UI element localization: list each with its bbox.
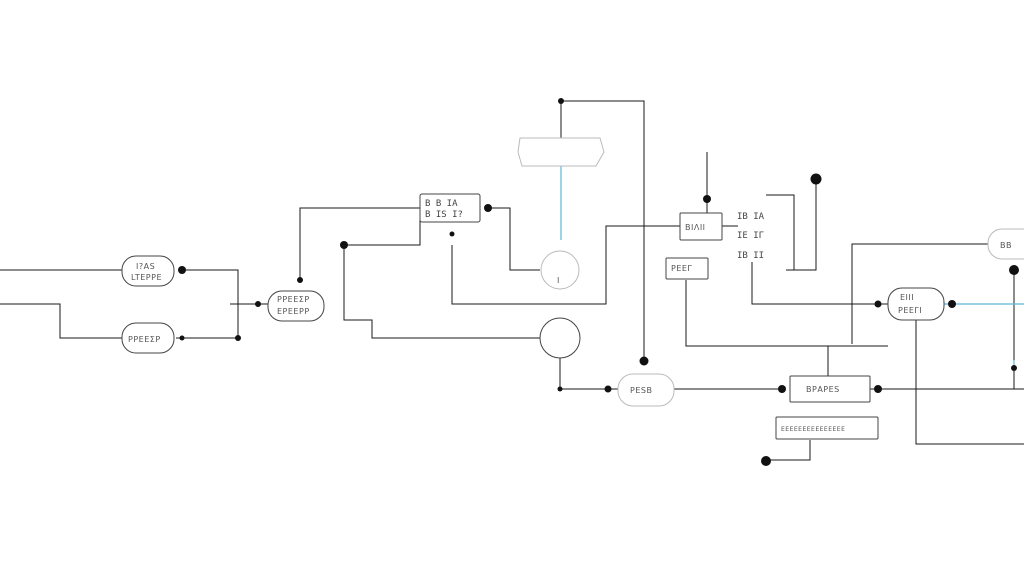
node-top-box-label-2: Β ΙS Ι? <box>425 210 463 220</box>
node-pill-right: ΕΙΙΙ ΡΕΕΓΙ <box>887 287 945 321</box>
wire-top-bus <box>561 100 645 360</box>
junction-dot <box>449 231 455 237</box>
wire-loop <box>451 225 680 305</box>
node-box-wide-label: ΕΕΕΕΕΕΕΕΕΕΕΕΕΕΕ <box>781 426 845 433</box>
junction-dot <box>179 335 185 341</box>
node-box-wide-shape <box>775 416 879 440</box>
node-mid-left-shape <box>267 290 325 322</box>
junction-dot <box>484 204 492 212</box>
node-pill-bottom-shape <box>617 373 675 407</box>
node-edge-right-label: ΒΒ <box>1000 241 1012 250</box>
node-box-right-shape <box>679 212 723 241</box>
junction-dot <box>810 173 822 185</box>
junction-dots <box>178 98 1019 466</box>
node-left-top-label-1: Ι?ΑS <box>136 262 155 271</box>
node-box-right-small-shape <box>665 257 709 280</box>
node-circle-small-label: Ι <box>557 276 560 285</box>
wire-input-bottom <box>0 303 122 339</box>
node-box-right-small-label: ΡΕΕΓ <box>671 264 692 273</box>
node-circle-large-shape <box>539 317 581 359</box>
node-box-wide: ΕΕΕΕΕΕΕΕΕΕΕΕΕΕΕ <box>775 416 879 440</box>
node-mid-left-label-1: ΡΡΕΕΣΡ <box>277 295 310 304</box>
wire-right-down <box>915 320 1024 445</box>
node-edge-right: ΒΒ <box>987 228 1024 260</box>
node-grid-label-2: ΙΕ ΙΓ <box>737 231 764 241</box>
junction-dot <box>761 456 771 466</box>
node-left-bottom-shape <box>121 322 175 354</box>
node-grid-label-1: ΙΒ ΙΑ <box>737 212 765 222</box>
wire-wide-down <box>766 440 811 461</box>
node-grid: ΙΒ ΙΑ ΙΕ ΙΓ ΙΒ ΙΙ <box>737 212 765 261</box>
node-grid-label-3: ΙΒ ΙΙ <box>737 251 764 261</box>
node-mid-left: ΡΡΕΕΣΡ ΕΡΕΕΡΡ <box>267 290 325 322</box>
wire-mid-up <box>299 207 420 280</box>
node-top-trapezoid-shape <box>517 137 605 167</box>
node-box-bottom-label: ΒΡΑΡΕS <box>806 385 840 394</box>
node-left-top: Ι?ΑS LTΕΡΡΕ <box>121 255 175 287</box>
node-left-top-shape <box>121 255 175 287</box>
node-pill-right-label-2: ΡΕΕΓΙ <box>898 306 922 315</box>
node-box-bottom-shape <box>789 375 871 403</box>
junction-dot <box>235 335 241 341</box>
node-mid-left-label-2: ΕΡΕΕΡΡ <box>277 307 310 316</box>
node-pill-bottom: ΡΕSΒ <box>617 373 675 407</box>
junction-dot <box>703 195 711 203</box>
wire-branch-up <box>344 210 421 246</box>
junction-dot <box>874 385 882 393</box>
junction-dot <box>558 98 564 104</box>
wire-mid-right <box>343 245 540 339</box>
junction-dot <box>604 385 612 393</box>
node-left-top-label-2: LTΕΡΡΕ <box>131 273 162 282</box>
junction-dot <box>874 300 882 308</box>
node-circle-small: Ι <box>540 250 580 290</box>
wire-grid-top <box>766 194 795 270</box>
node-top-box-label-1: Β Β ΙΑ <box>425 199 458 209</box>
node-pill-bottom-label: ΡΕSΒ <box>630 386 652 395</box>
node-left-bottom: ΡΡΕΕΣΡ <box>121 322 175 354</box>
node-box-right-small: ΡΕΕΓ <box>665 257 709 280</box>
junction-dot <box>948 300 956 308</box>
wire-small-box-down <box>685 280 888 347</box>
junction-dot <box>297 277 303 283</box>
junction-dot <box>178 266 186 274</box>
node-top-trapezoid <box>517 137 605 167</box>
wire-dot-down <box>786 180 817 271</box>
node-box-right: ΒΙΛΙΙ <box>679 212 723 241</box>
node-left-bottom-label: ΡΡΕΕΣΡ <box>128 335 161 344</box>
wire-topbox-out <box>488 207 540 271</box>
junction-dot <box>340 241 348 249</box>
wire-grid-out <box>751 262 888 305</box>
node-box-right-label: ΒΙΛΙΙ <box>685 223 706 232</box>
junction-dot <box>639 356 649 366</box>
junction-dot <box>778 385 786 393</box>
node-edge-right-shape <box>987 228 1024 260</box>
node-box-bottom: ΒΡΑΡΕS <box>789 375 871 403</box>
node-pill-right-label-1: ΕΙΙΙ <box>900 293 914 302</box>
node-circle-large <box>539 317 581 359</box>
node-top-box-shape <box>419 193 481 223</box>
wire-pill1-out <box>182 269 239 338</box>
node-circle-small-shape <box>540 250 580 290</box>
junction-dot <box>255 301 261 307</box>
wire-circle-down <box>559 357 618 390</box>
junction-dot <box>1009 265 1019 275</box>
junction-dot <box>557 386 563 392</box>
junction-dot <box>1011 365 1017 371</box>
node-top-box: Β Β ΙΑ Β ΙS Ι? <box>419 193 481 223</box>
node-pill-right-shape <box>887 287 945 321</box>
wire-to-edge <box>851 243 990 344</box>
